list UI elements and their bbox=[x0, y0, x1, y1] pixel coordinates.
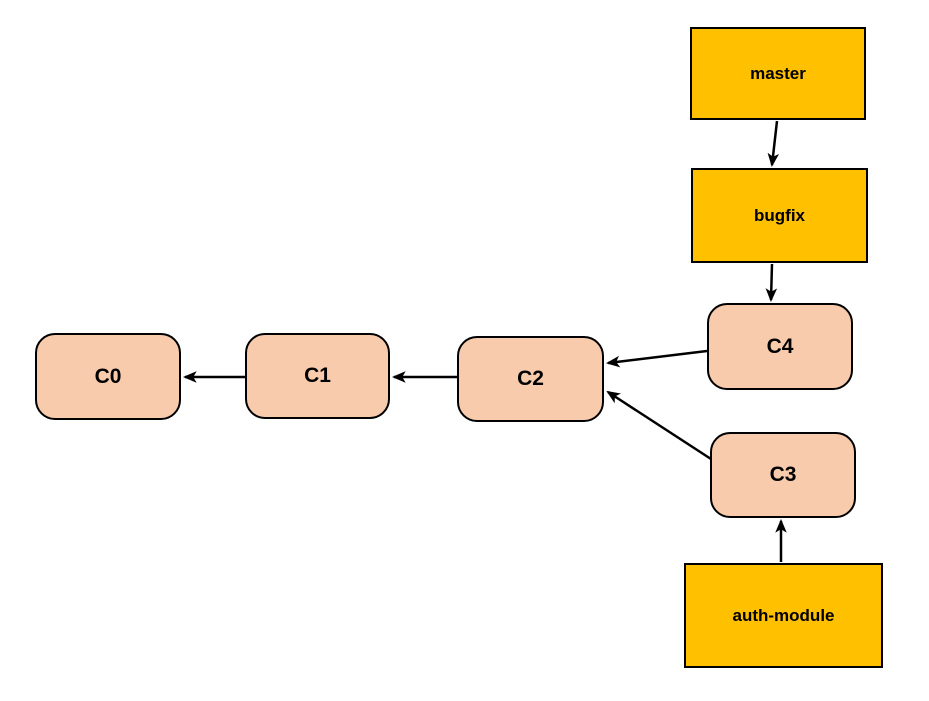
node-label: bugfix bbox=[754, 205, 805, 225]
edge-master-to-bugfix bbox=[767, 120, 780, 168]
node-c1[interactable]: C1 bbox=[245, 333, 390, 419]
node-label: C3 bbox=[769, 463, 797, 486]
node-c3[interactable]: C3 bbox=[710, 432, 856, 518]
node-label: C2 bbox=[517, 367, 544, 390]
node-c4[interactable]: C4 bbox=[707, 303, 853, 390]
node-label: C0 bbox=[94, 364, 122, 388]
node-label: C1 bbox=[304, 364, 331, 387]
edge-bugfix-to-c4 bbox=[765, 263, 778, 303]
node-master[interactable]: master bbox=[690, 27, 866, 120]
node-label: auth-module bbox=[732, 605, 835, 625]
node-c2[interactable]: C2 bbox=[457, 336, 604, 422]
edge-c4-to-c2 bbox=[605, 349, 708, 368]
node-auth-module[interactable]: auth-module bbox=[684, 563, 883, 668]
node-label: master bbox=[750, 63, 806, 83]
node-label: C4 bbox=[766, 334, 794, 358]
node-c0[interactable]: C0 bbox=[35, 333, 181, 420]
edge-c3-to-c2 bbox=[606, 390, 712, 461]
node-bugfix[interactable]: bugfix bbox=[691, 168, 868, 263]
